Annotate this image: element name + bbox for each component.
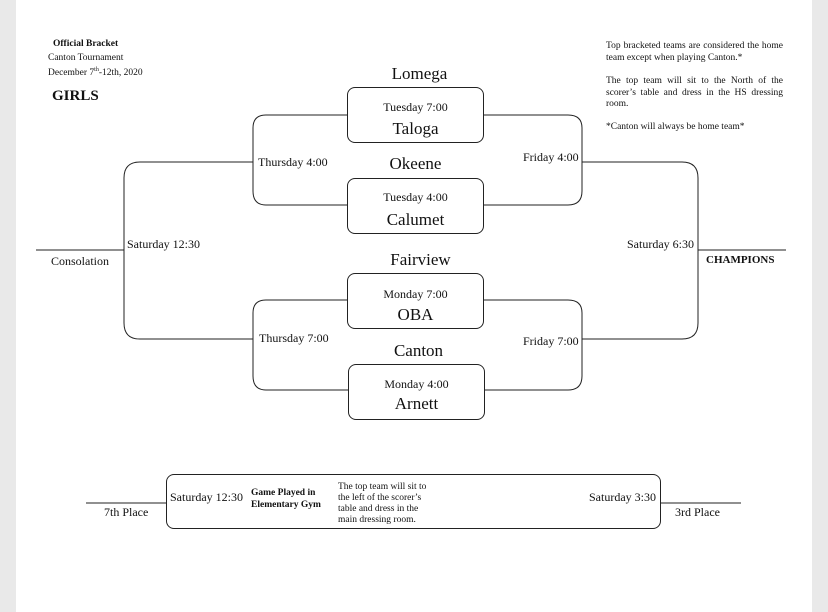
placement-box bbox=[166, 474, 661, 529]
consolation-time: Saturday 12:30 bbox=[127, 237, 200, 251]
third-place-label: 3rd Place bbox=[675, 505, 720, 519]
third-place-time: Saturday 3:30 bbox=[589, 490, 656, 504]
elementary-gym-note: Game Played in Elementary Gym bbox=[251, 488, 321, 510]
team-taloga: Taloga bbox=[392, 119, 439, 138]
tournament-name: Canton Tournament bbox=[48, 53, 124, 63]
seventh-place-time: Saturday 12:30 bbox=[170, 490, 243, 504]
right-lower-connector bbox=[482, 299, 583, 391]
game-time-1: Tuesday 7:00 bbox=[383, 100, 448, 114]
right-friday-bottom-time: Friday 7:00 bbox=[523, 334, 579, 348]
team-calumet: Calumet bbox=[386, 210, 445, 229]
placement-seating-line-4: main dressing room. bbox=[338, 515, 416, 525]
team-okeene: Okeene bbox=[389, 154, 442, 173]
left-thursday-bottom-time: Thursday 7:00 bbox=[259, 331, 329, 345]
right-upper-connector bbox=[482, 114, 583, 206]
team-fairview: Fairview bbox=[390, 250, 451, 269]
game-time-3: Monday 7:00 bbox=[383, 287, 448, 301]
tournament-dates: December 7th-12th, 2020 bbox=[48, 67, 143, 79]
division-label: GIRLS bbox=[52, 88, 99, 104]
champions-label: CHAMPIONS bbox=[706, 254, 775, 266]
game-time-2: Tuesday 4:00 bbox=[383, 190, 448, 204]
placement-seating-line-2: the left of the scorer’s bbox=[338, 493, 422, 503]
game-time-4: Monday 4:00 bbox=[384, 377, 449, 391]
team-oba: OBA bbox=[397, 305, 434, 324]
home-team-note: Top bracketed teams are considered the h… bbox=[606, 41, 783, 63]
team-canton: Canton bbox=[393, 341, 444, 360]
team-arnett: Arnett bbox=[394, 394, 439, 413]
seating-note: The top team will sit to the North of th… bbox=[606, 76, 783, 109]
game-box-4 bbox=[348, 364, 485, 420]
placement-seating-line-3: table and dress in the bbox=[338, 504, 419, 514]
championship-time: Saturday 6:30 bbox=[627, 237, 694, 251]
consolation-label: Consolation bbox=[51, 254, 110, 268]
game-box-2 bbox=[347, 178, 484, 234]
right-friday-top-time: Friday 4:00 bbox=[523, 150, 579, 164]
team-lomega: Lomega bbox=[391, 64, 448, 83]
seventh-place-label: 7th Place bbox=[104, 505, 149, 519]
game-box-1 bbox=[347, 87, 484, 143]
game-box-3 bbox=[347, 273, 484, 329]
placement-seating-line-1: The top team will sit to bbox=[338, 482, 427, 492]
left-upper-connector bbox=[252, 114, 348, 206]
canton-home-note: *Canton will always be home team* bbox=[606, 122, 745, 132]
bracket-title: Official Bracket bbox=[53, 39, 119, 49]
left-thursday-top-time: Thursday 4:00 bbox=[258, 155, 328, 169]
left-lower-connector bbox=[252, 299, 348, 391]
